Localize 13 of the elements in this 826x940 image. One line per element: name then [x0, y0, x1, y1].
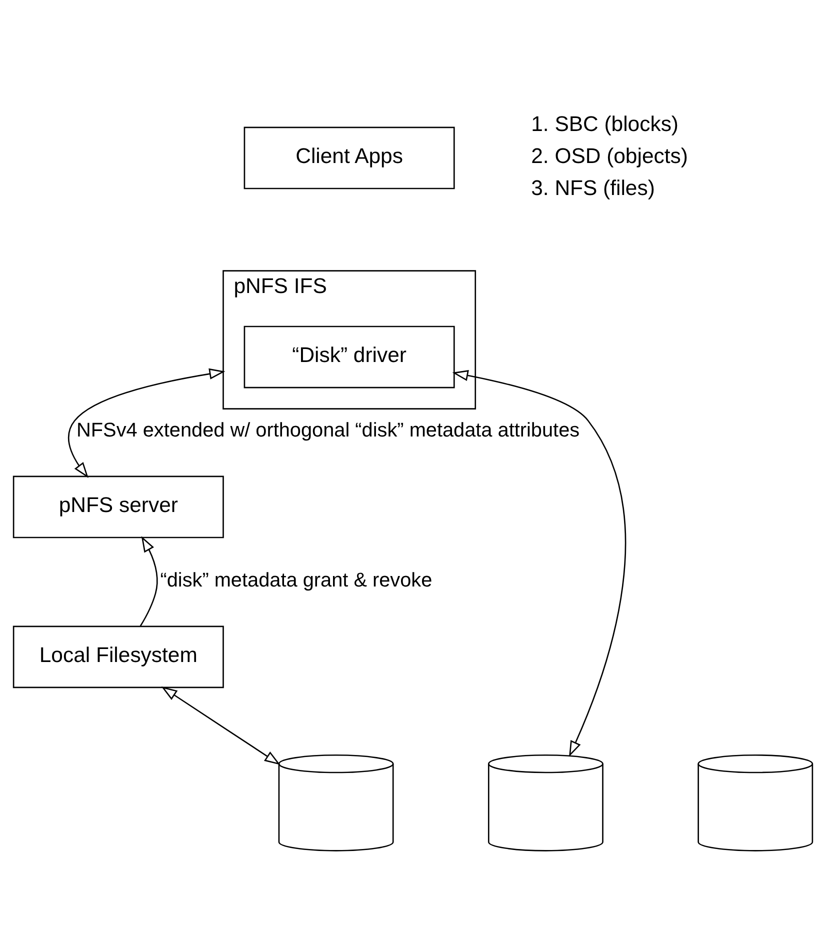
- node-box: Local Filesystem: [12, 625, 224, 688]
- node-box: “Disk” driver: [244, 325, 455, 388]
- arrow: [452, 370, 626, 756]
- arrow: [161, 686, 280, 764]
- label: 2. OSD (objects): [531, 144, 688, 168]
- edge-label: “disk” metadata grant & revoke: [160, 569, 432, 592]
- label: 1. SBC (blocks): [531, 112, 679, 136]
- arrow: [68, 368, 226, 478]
- arrow: [140, 536, 158, 626]
- edge-label: NFSv4 extended w/ orthogonal “disk” metadata attributes: [76, 419, 580, 442]
- label: 3. NFS (files): [531, 176, 655, 200]
- node-box: pNFS server: [12, 475, 224, 538]
- node-box: Client Apps: [244, 126, 455, 189]
